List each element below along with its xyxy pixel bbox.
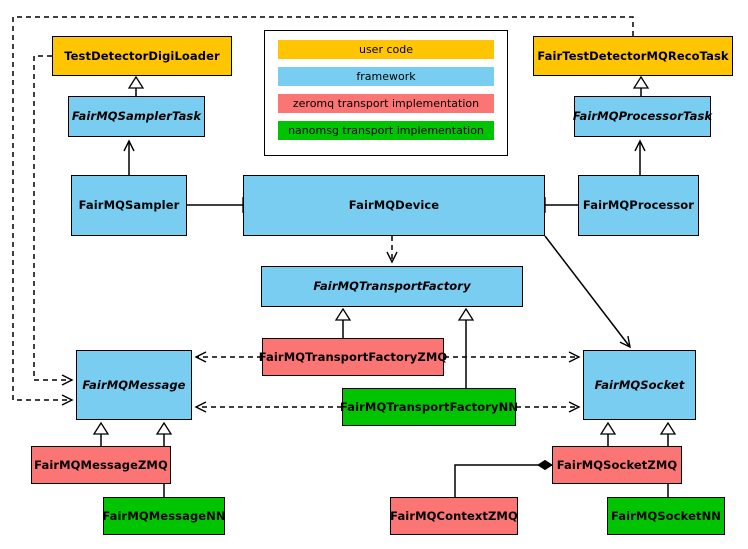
class-node-fairmqsampler[interactable]: FairMQSampler <box>71 175 187 236</box>
legend-item-nanomsg: nanomsg transport implementation <box>278 121 494 140</box>
legend-panel: user code framework zeromq transport imp… <box>264 30 508 156</box>
edge-socketzmq-contextzmq <box>454 459 553 497</box>
class-node-fairmqsamplertask[interactable]: FairMQSamplerTask <box>68 96 205 137</box>
edge-device-socket <box>544 235 631 349</box>
class-node-fairmqmessagezmq[interactable]: FairMQMessageZMQ <box>31 446 171 484</box>
legend-item-zeromq: zeromq transport implementation <box>278 94 494 113</box>
class-node-fairmqdevice[interactable]: FairMQDevice <box>243 175 545 236</box>
legend-label: framework <box>356 70 416 83</box>
class-node-fairmqtransportfactorynn[interactable]: FairMQTransportFactoryNN <box>340 388 518 426</box>
legend-label: nanomsg transport implementation <box>288 124 484 137</box>
edge-digiloader-message <box>33 55 74 386</box>
legend-label: user code <box>358 43 414 56</box>
class-node-fairmqprocessor[interactable]: FairMQProcessor <box>578 175 699 236</box>
legend-item-user-code: user code <box>278 40 494 59</box>
legend-label: zeromq transport implementation <box>292 97 480 110</box>
legend-item-framework: framework <box>278 67 494 86</box>
class-node-fairmqsocketzmq[interactable]: FairMQSocketZMQ <box>552 446 682 484</box>
class-node-fairmqsocketnn[interactable]: FairMQSocketNN <box>607 497 725 535</box>
class-node-fairtestdetectormqrecotask[interactable]: FairTestDetectorMQRecoTask <box>533 36 733 76</box>
class-node-fairmqtransportfactoryzmq[interactable]: FairMQTransportFactoryZMQ <box>259 338 447 376</box>
class-node-fairmqsocket[interactable]: FairMQSocket <box>583 350 696 420</box>
class-node-fairmqmessagenn[interactable]: FairMQMessageNN <box>102 497 226 535</box>
class-node-fairmqcontextzmq[interactable]: FairMQContextZMQ <box>390 497 518 535</box>
class-node-fairmqtransportfactory[interactable]: FairMQTransportFactory <box>261 266 523 307</box>
class-node-fairmqmessage[interactable]: FairMQMessage <box>76 350 192 420</box>
class-node-fairmqprocessortask[interactable]: FairMQProcessorTask <box>573 96 712 137</box>
class-node-testdetectordigiloader[interactable]: TestDetectorDigiLoader <box>52 36 232 76</box>
